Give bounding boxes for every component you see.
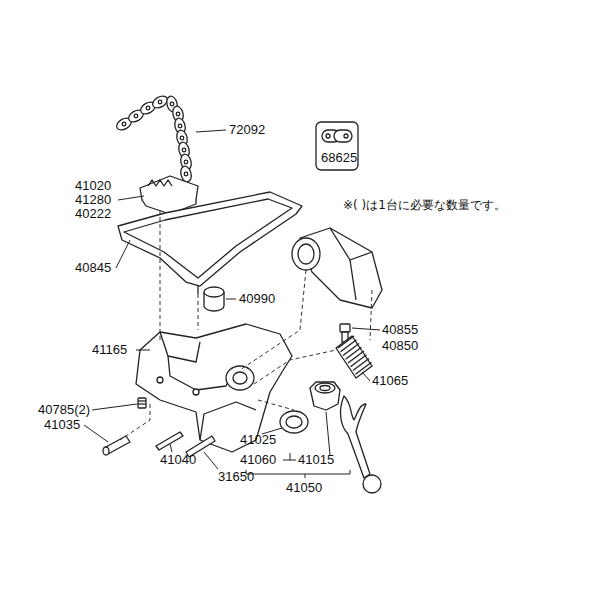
thread	[343, 344, 359, 356]
spacer	[204, 287, 224, 311]
nut	[310, 382, 340, 410]
callout-number: 41060	[240, 453, 276, 467]
callout-number: 31650	[218, 470, 254, 484]
pin	[103, 436, 130, 455]
tray	[118, 192, 302, 294]
callout-number: 41025	[240, 433, 276, 447]
callout-number: 40785(2)	[38, 403, 90, 417]
callout-number: 41040	[160, 453, 196, 467]
callout-number: 41035	[44, 418, 80, 432]
callout-number: 68625	[321, 151, 357, 165]
thread	[356, 362, 372, 374]
assembly-line	[120, 210, 372, 440]
chain-pin	[146, 106, 150, 110]
thread	[348, 351, 364, 363]
thread	[351, 355, 367, 367]
link-box	[316, 122, 358, 170]
yoke	[292, 228, 382, 308]
thread	[338, 336, 354, 348]
callout-number: 41020	[75, 179, 111, 193]
chain-pin	[134, 114, 138, 118]
callout-number: 41280	[75, 193, 111, 207]
chain-pin	[170, 102, 174, 106]
chain-link	[322, 130, 352, 142]
callout-number: 40845	[75, 261, 111, 275]
chain-pin	[176, 112, 180, 116]
chain-pin	[122, 122, 126, 126]
bolt	[138, 398, 146, 408]
leader-line	[84, 130, 380, 478]
pin	[156, 432, 183, 450]
note-text: ※( )は1台に必要な数量です。	[343, 198, 506, 212]
callout-number: 41050	[286, 481, 322, 495]
washer	[280, 411, 308, 433]
callout-number: 72092	[229, 123, 265, 137]
callout-number: 40990	[239, 292, 275, 306]
chain-pin	[184, 172, 188, 176]
handle	[341, 396, 381, 493]
chain-pin	[180, 136, 184, 140]
callout-number: 41165	[92, 343, 127, 357]
callout-number: 41065	[372, 374, 408, 388]
chain-pin	[184, 160, 188, 164]
callout-number: 40855	[382, 323, 418, 337]
callout-number: 40222	[75, 207, 111, 221]
thread	[353, 359, 369, 371]
chain-pin	[178, 124, 182, 128]
base-casting	[136, 324, 292, 452]
screw	[336, 336, 372, 378]
chain-pin	[182, 148, 186, 152]
chain-pin	[158, 100, 162, 104]
chain	[115, 94, 193, 183]
callout-number: 40850	[382, 339, 418, 353]
thread	[341, 340, 357, 352]
callout-number: 41015	[298, 453, 334, 467]
thread	[346, 347, 362, 359]
